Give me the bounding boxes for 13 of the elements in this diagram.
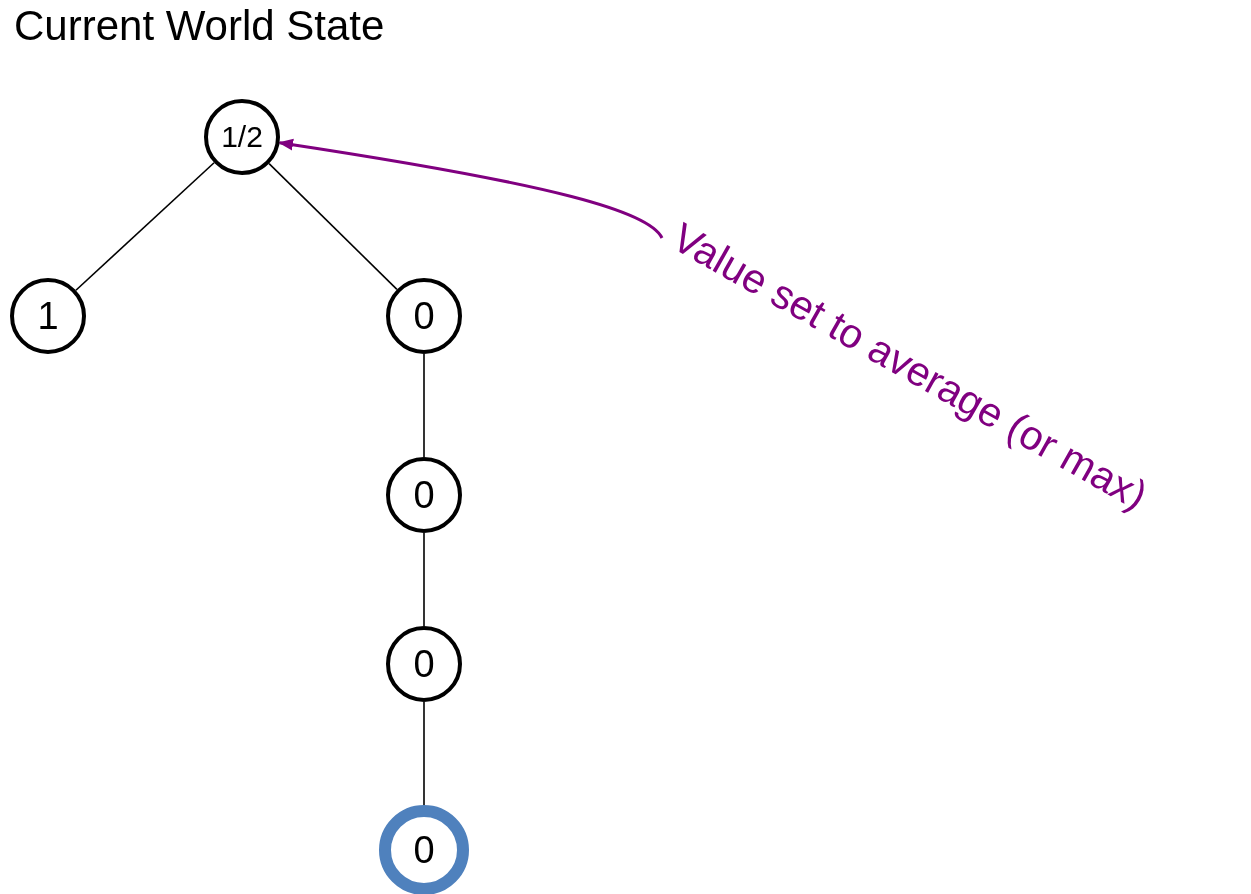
tree-node: 1/2 xyxy=(204,99,280,175)
tree-branch-line xyxy=(423,532,425,627)
diagram-title: Current World State xyxy=(14,2,385,50)
tree-branch-line xyxy=(268,162,398,291)
curved-arrow xyxy=(278,138,664,239)
tree-branch-line xyxy=(423,353,425,458)
tree-node: 0 xyxy=(386,626,462,702)
highlighted-tree-node: 0 xyxy=(379,805,469,894)
tree-node: 0 xyxy=(386,457,462,533)
tree-branch-line xyxy=(75,161,215,292)
tree-node: 1 xyxy=(10,278,86,354)
tree-node: 0 xyxy=(386,278,462,354)
tree-branch-line xyxy=(423,701,425,806)
